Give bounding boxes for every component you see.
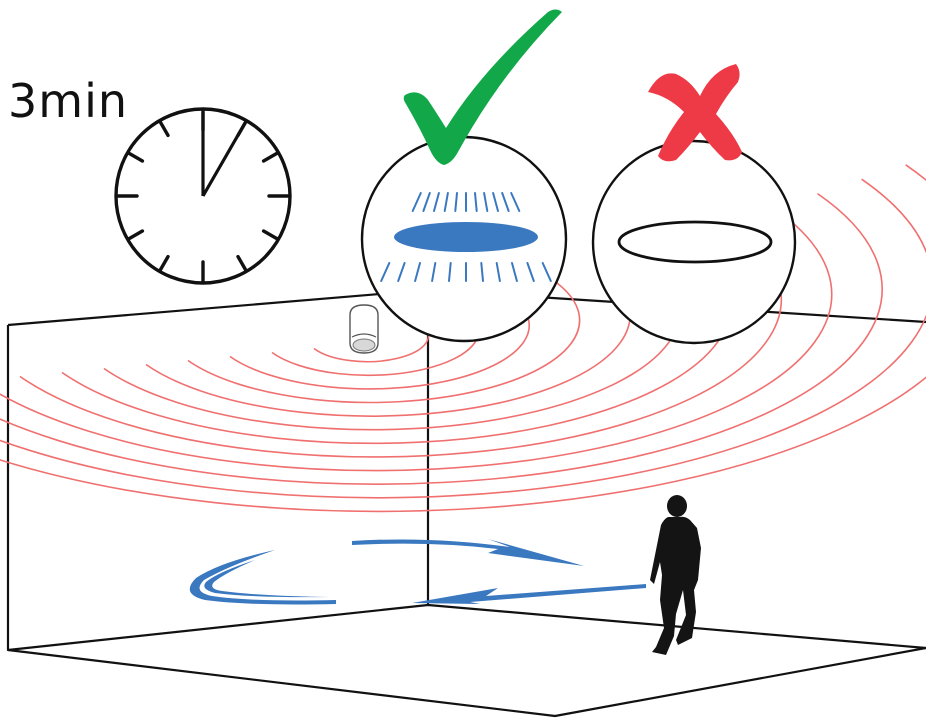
led-rays bbox=[380, 192, 552, 282]
detection-arc bbox=[187, 279, 581, 404]
clock-icon bbox=[114, 107, 292, 285]
led-ray bbox=[431, 262, 437, 282]
led-ray bbox=[448, 262, 452, 282]
detector-lens bbox=[352, 338, 376, 352]
led-ray bbox=[397, 262, 406, 282]
clock-hour-hand bbox=[201, 122, 247, 197]
room-floor-back-edge bbox=[6, 325, 926, 652]
person-silhouette bbox=[650, 495, 701, 655]
motion-detector bbox=[349, 304, 379, 354]
walk-path bbox=[189, 539, 646, 605]
clock-tick bbox=[158, 254, 170, 273]
walk-arrow-left-loop bbox=[189, 550, 336, 605]
led-ray bbox=[511, 262, 518, 282]
led-ray bbox=[492, 192, 499, 212]
clock-tick bbox=[126, 229, 145, 241]
detection-arc bbox=[0, 192, 883, 485]
detection-arc bbox=[229, 293, 531, 390]
cross-icon bbox=[648, 64, 742, 162]
led-ray bbox=[501, 192, 510, 212]
clock-tick bbox=[261, 229, 280, 241]
timer-label: 3min bbox=[8, 74, 129, 128]
led-flashing-indicator bbox=[360, 135, 568, 343]
led-ray bbox=[454, 192, 458, 212]
led-ray bbox=[411, 192, 422, 212]
room-outline bbox=[6, 288, 926, 718]
detector-lens-line bbox=[351, 333, 377, 338]
clock-tick bbox=[261, 151, 280, 163]
led-ray bbox=[414, 262, 421, 282]
detection-arc bbox=[0, 178, 926, 499]
detection-arc bbox=[0, 164, 926, 513]
led-off-icon bbox=[617, 220, 773, 264]
led-ray bbox=[495, 262, 501, 282]
checkmark-icon bbox=[403, 9, 562, 165]
led-ray bbox=[526, 262, 535, 282]
clock-tick bbox=[236, 254, 248, 273]
led-ray bbox=[433, 192, 440, 212]
led-ray bbox=[422, 192, 431, 212]
detection-arc bbox=[0, 207, 833, 472]
led-off-indicator bbox=[591, 139, 797, 345]
walk-arrow-lower bbox=[412, 584, 646, 604]
led-ray bbox=[483, 192, 489, 212]
led-ray bbox=[474, 192, 478, 212]
led-ray bbox=[510, 192, 521, 212]
clock-tick bbox=[158, 119, 170, 138]
detection-arc bbox=[19, 221, 783, 458]
led-ray bbox=[443, 192, 449, 212]
led-ray bbox=[480, 262, 484, 282]
led-ray bbox=[541, 262, 552, 282]
led-ray bbox=[380, 262, 391, 282]
clock-tick bbox=[126, 151, 145, 163]
room-floor-front-edge bbox=[7, 646, 926, 718]
walk-arrow-upper bbox=[352, 539, 584, 566]
led-flashing-icon bbox=[394, 222, 538, 252]
